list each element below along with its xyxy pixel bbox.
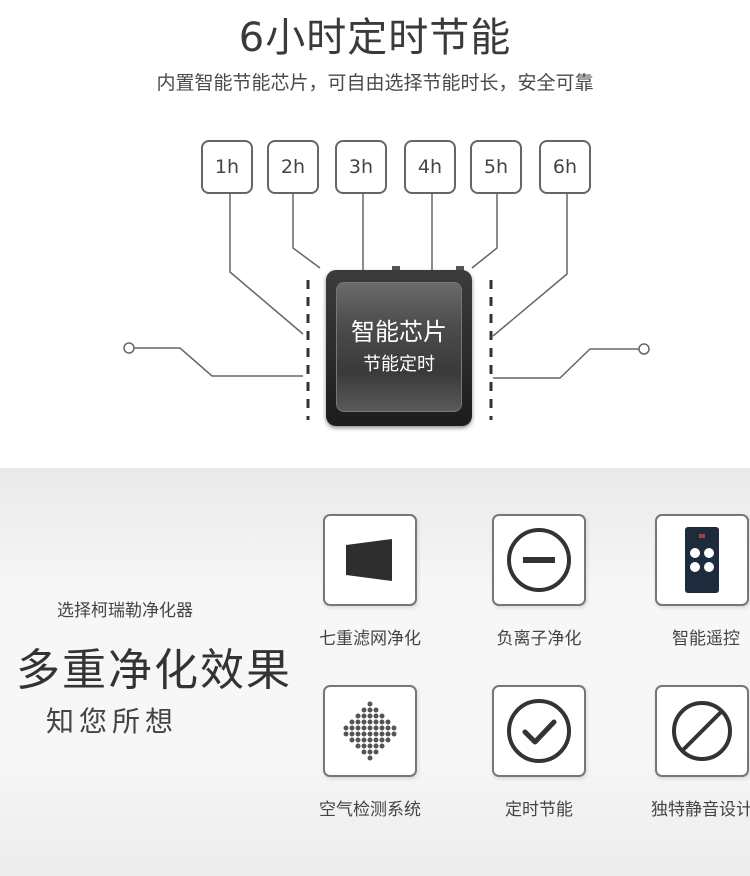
remote-control-icon [685, 527, 719, 593]
timer-option-1h[interactable]: 1h [201, 140, 253, 194]
wire-right [493, 348, 639, 379]
dot-matrix-icon [343, 701, 397, 761]
brand-text: 选择柯瑞勒净化器 [57, 601, 193, 621]
chip-label-secondary: 节能定时 [363, 354, 435, 375]
wire-left [134, 347, 303, 377]
feature-label-remote: 智能遥控 [672, 629, 740, 649]
minus-circle-icon [507, 528, 571, 592]
feature-card-timer [492, 685, 586, 777]
filter-panel-icon [346, 539, 392, 581]
check-circle-icon [507, 699, 571, 763]
feature-label-air-detect: 空气检测系统 [319, 800, 421, 820]
feature-card-remote [655, 514, 749, 606]
feature-label-timer: 定时节能 [505, 800, 573, 820]
page-subtitle: 内置智能节能芯片，可自由选择节能时长，安全可靠 [156, 72, 594, 94]
timer-option-3h[interactable]: 3h [335, 140, 387, 194]
wire-5h [471, 194, 498, 269]
timer-option-4h[interactable]: 4h [404, 140, 456, 194]
timer-option-2h[interactable]: 2h [267, 140, 319, 194]
feature-label-filter: 七重滤网净化 [319, 629, 421, 649]
terminal-right [638, 343, 650, 355]
mute-circle-icon [672, 701, 732, 761]
feature-card-air-detect [323, 685, 417, 777]
smart-chip: 智能芯片 节能定时 [326, 270, 472, 426]
feature-card-silent [655, 685, 749, 777]
chip-label-primary: 智能芯片 [351, 318, 447, 346]
feature-card-anion [492, 514, 586, 606]
promo-tagline: 知您所想 [46, 705, 179, 738]
timer-section: 6小时定时节能 内置智能节能芯片，可自由选择节能时长，安全可靠 1h 2h 3h… [123, 15, 650, 426]
wire-2h [292, 194, 321, 269]
feature-label-anion: 负离子净化 [496, 629, 582, 649]
timer-option-5h[interactable]: 5h [470, 140, 522, 194]
feature-label-silent: 独特静音设计 [651, 800, 750, 820]
feature-card-filter [323, 514, 417, 606]
wire-6h [492, 194, 568, 337]
circuit-lines [123, 194, 650, 420]
page-title: 6小时定时节能 [238, 15, 512, 61]
terminal-left [123, 342, 135, 354]
wire-1h [229, 194, 304, 335]
promo-headline: 多重净化效果 [16, 645, 292, 696]
timer-option-6h[interactable]: 6h [539, 140, 591, 194]
